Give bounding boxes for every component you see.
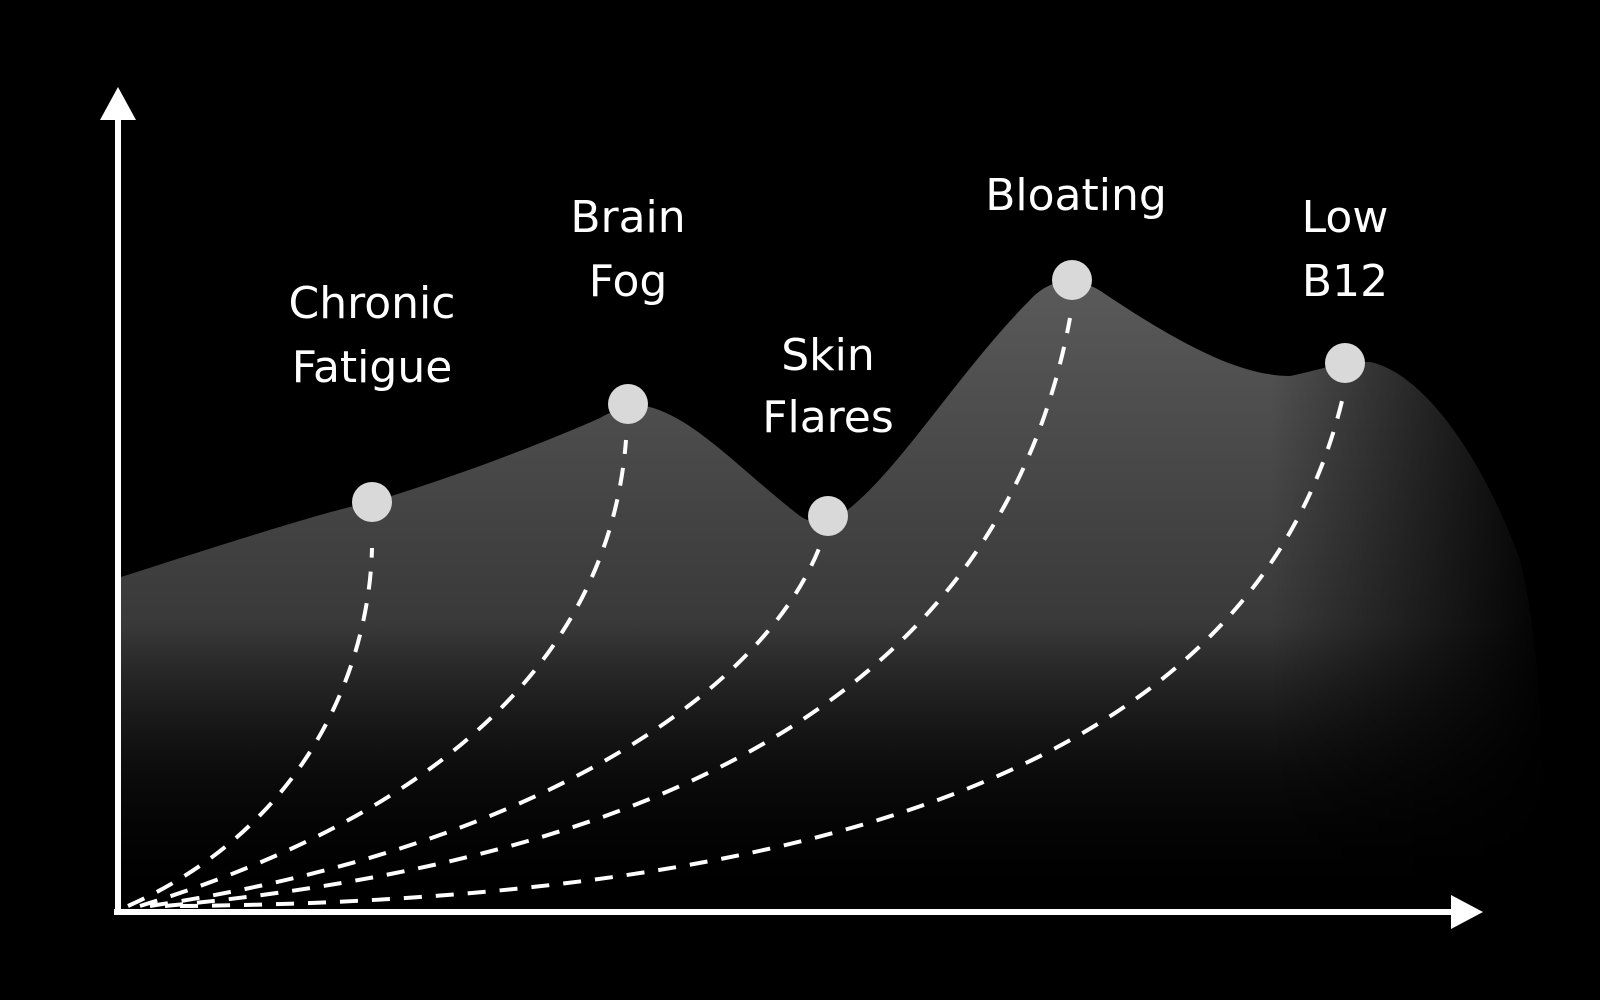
peak-label-brain-fog-line2: Fog bbox=[589, 256, 668, 307]
peak-marker-brain-fog bbox=[608, 384, 648, 424]
peak-label-low-b12-line1: Low bbox=[1302, 192, 1389, 243]
peak-label-skin-flares-line1: Skin bbox=[781, 330, 875, 381]
peak-label-bloating-line1: Bloating bbox=[985, 170, 1167, 221]
peak-marker-chronic-fatigue bbox=[352, 482, 392, 522]
x-axis-arrow-icon bbox=[1451, 895, 1483, 929]
symptom-area bbox=[118, 281, 1545, 906]
peak-marker-low-b12 bbox=[1325, 343, 1365, 383]
peak-label-chronic-fatigue-line1: Chronic bbox=[289, 278, 456, 329]
peak-label-brain-fog-line1: Brain bbox=[570, 192, 685, 243]
connector-curve-chronic-fatigue bbox=[127, 547, 374, 908]
connector-curve-bloating bbox=[164, 317, 1072, 908]
peak-marker-skin-flares bbox=[808, 496, 848, 536]
connector-curve-brain-fog bbox=[139, 439, 628, 908]
peak-label-chronic-fatigue-line2: Fatigue bbox=[292, 342, 453, 393]
y-axis-arrow-icon bbox=[100, 87, 136, 120]
connector-curve-skin-flares bbox=[149, 545, 822, 908]
peak-label-skin-flares-line2: Flares bbox=[762, 392, 894, 443]
connector-curve-low-b12 bbox=[179, 387, 1347, 908]
peak-marker-bloating bbox=[1052, 260, 1092, 300]
peak-label-low-b12-line2: B12 bbox=[1302, 256, 1388, 307]
